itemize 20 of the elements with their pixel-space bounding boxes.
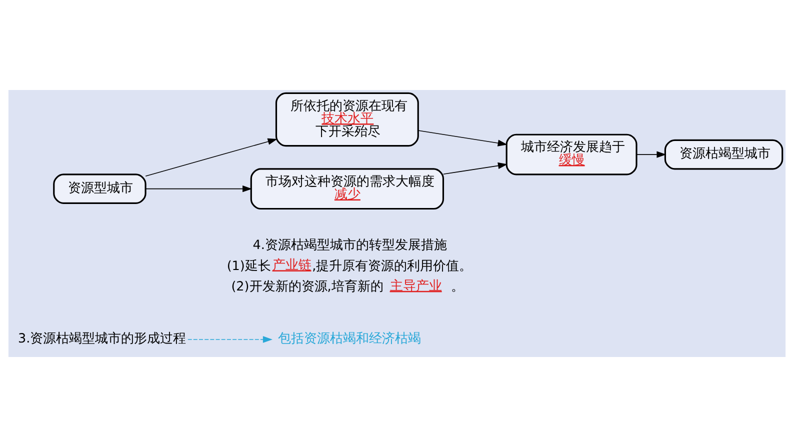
label: ,提升原有资源的利用价值。 — [312, 258, 472, 274]
arrow — [187, 336, 272, 343]
label: 产业链 — [272, 258, 312, 274]
label: (1)延长 — [226, 258, 271, 274]
label: 。 — [450, 280, 464, 295]
label: 主导产业 — [390, 278, 442, 294]
node-box: 所依托的资源在现有 技术水平 下开采殆尽 — [275, 92, 419, 147]
node-box: 市场对这种资源的需求大幅度 减少 — [250, 168, 444, 210]
arrow — [418, 130, 508, 146]
label: (2)开发新的资源,培育新的 — [231, 280, 384, 295]
arrow — [636, 151, 666, 158]
arrow — [145, 138, 278, 176]
node-box: 资源枯竭型城市 — [664, 139, 784, 170]
node-text: 包括资源枯竭和经济枯竭 — [278, 331, 421, 346]
arrow — [443, 162, 508, 175]
node-box: 城市经济发展趋于 缓慢 — [506, 134, 638, 176]
arrow — [145, 185, 252, 192]
node-box: 资源型城市 — [53, 174, 146, 204]
node-text: 3.资源枯竭型城市的形成过程 — [18, 331, 186, 346]
label: 4.资源枯竭型城市的转型发展措施 — [252, 238, 447, 254]
